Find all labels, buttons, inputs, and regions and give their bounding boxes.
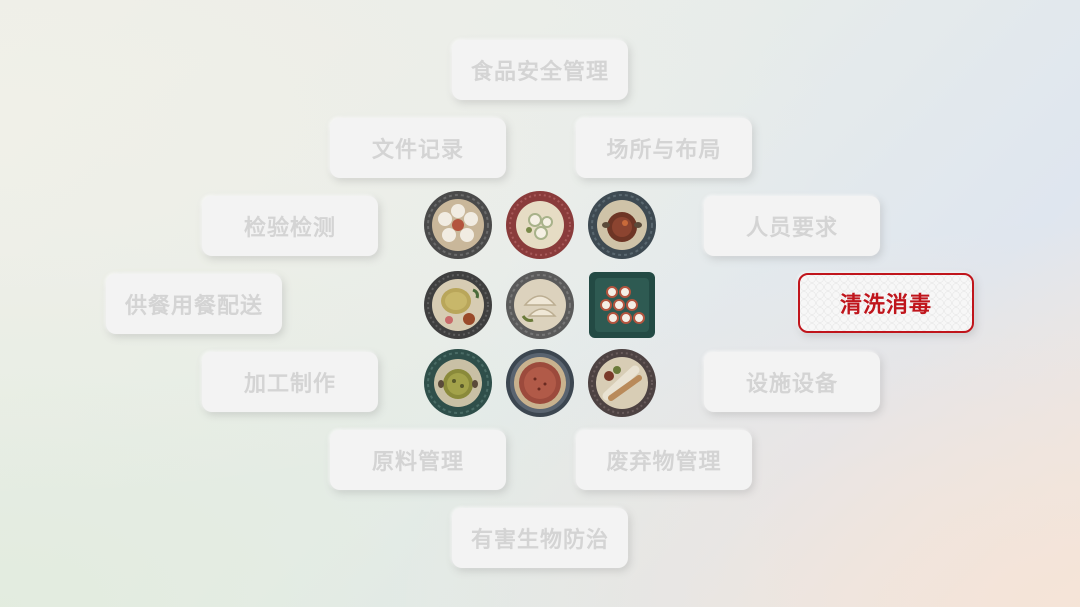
- tile-staff-requirements[interactable]: 人员要求: [704, 196, 880, 256]
- tile-label: 原料管理: [371, 450, 464, 475]
- tile-label: 食品安全管理: [470, 60, 609, 85]
- tile-label: 清洗消毒: [839, 293, 932, 318]
- skewer-plate-icon: [587, 348, 657, 418]
- soup-pot-icon: [423, 348, 493, 418]
- sushi-plate-icon: [587, 270, 657, 340]
- tile-label: 场所与布局: [606, 138, 722, 163]
- tile-inspection-testing[interactable]: 检验检测: [202, 196, 378, 256]
- tile-label: 供餐用餐配送: [124, 294, 263, 319]
- red-soup-icon: [505, 348, 575, 418]
- dumpling-steamer-icon: [423, 190, 493, 260]
- tile-label: 人员要求: [745, 216, 838, 241]
- rice-bowl-icon: [505, 190, 575, 260]
- tile-site-layout[interactable]: 场所与布局: [576, 118, 752, 178]
- grain-plate-icon: [423, 270, 493, 340]
- stew-pot-icon: [587, 190, 657, 260]
- tile-food-safety-management[interactable]: 食品安全管理: [452, 40, 628, 100]
- tile-label: 废弃物管理: [606, 450, 722, 475]
- tile-facilities-equipment[interactable]: 设施设备: [704, 352, 880, 412]
- tile-label: 文件记录: [371, 138, 464, 163]
- tile-label: 检验检测: [243, 216, 336, 241]
- tile-pest-control[interactable]: 有害生物防治: [452, 508, 628, 568]
- tile-waste-management[interactable]: 废弃物管理: [576, 430, 752, 490]
- tile-cleaning-disinfection[interactable]: 清洗消毒: [798, 273, 974, 333]
- tile-document-records[interactable]: 文件记录: [330, 118, 506, 178]
- tile-label: 有害生物防治: [470, 528, 609, 553]
- tile-processing[interactable]: 加工制作: [202, 352, 378, 412]
- tile-label: 设施设备: [745, 372, 838, 397]
- dumplings-plate-icon: [505, 270, 575, 340]
- tile-raw-material-management[interactable]: 原料管理: [330, 430, 506, 490]
- tile-label: 加工制作: [243, 372, 336, 397]
- tile-catering-delivery[interactable]: 供餐用餐配送: [106, 274, 282, 334]
